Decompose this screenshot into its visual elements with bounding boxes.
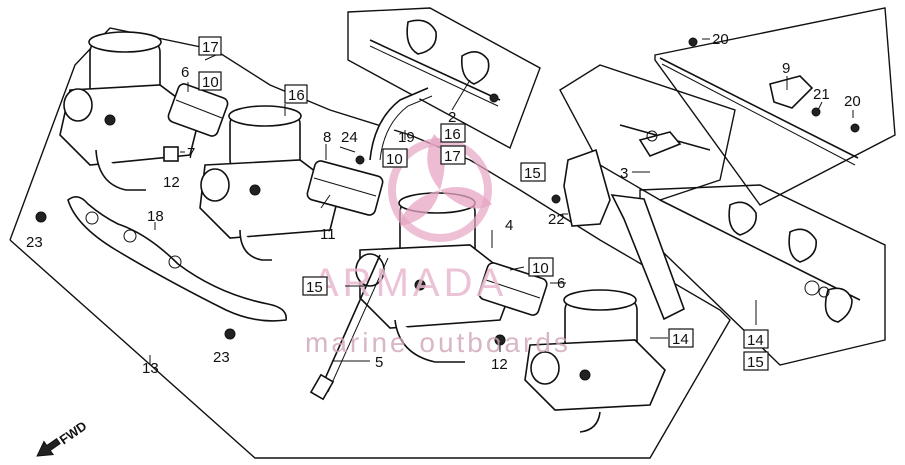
boxed-callout-16-center: 16	[440, 123, 466, 143]
leader-lines	[149, 38, 854, 364]
hardware-fittings	[35, 37, 860, 346]
fuel-hose	[309, 254, 389, 401]
callout-9: 9	[782, 60, 790, 77]
air-vent-tube	[369, 87, 433, 161]
throttle-shaft-upper	[369, 19, 501, 107]
callout-23-left: 23	[26, 234, 43, 251]
callout-12-lower: 12	[491, 356, 508, 373]
callout-4: 4	[505, 217, 513, 234]
callout-3: 3	[620, 165, 628, 182]
svg-text:10: 10	[386, 151, 403, 168]
callout-20-upper: 20	[712, 31, 729, 48]
callout-21: 21	[813, 86, 830, 103]
svg-text:16: 16	[288, 87, 305, 104]
choke-plate-shaft	[659, 199, 861, 323]
callout-12-upper: 12	[163, 174, 180, 191]
boxed-callout-15-bottom-right: 15	[743, 351, 769, 371]
callout-8: 8	[323, 129, 331, 146]
boxed-callout-17-top: 17	[198, 36, 222, 56]
svg-text:15: 15	[524, 165, 541, 182]
svg-text:14: 14	[747, 332, 764, 349]
boxed-callout-15-left: 15	[302, 276, 328, 296]
carburetor-1	[59, 31, 201, 191]
boxed-callout-16-left: 16	[284, 84, 308, 104]
callout-5: 5	[375, 354, 383, 371]
watermark-tagline: marine outboards	[305, 327, 571, 358]
callout-2: 2	[448, 109, 456, 126]
carburetor-4	[524, 289, 666, 433]
svg-text:16: 16	[444, 126, 461, 143]
svg-text:14: 14	[672, 331, 689, 348]
svg-text:17: 17	[202, 39, 219, 56]
svg-text:15: 15	[306, 279, 323, 296]
callout-6-lower: 6	[557, 275, 565, 292]
fwd-arrow: FWD	[36, 418, 90, 457]
fuel-pipe-1	[167, 83, 229, 137]
carburetor-2	[199, 105, 341, 261]
boxed-callout-10-center: 10	[382, 148, 408, 168]
boxed-callout-10-lower: 10	[528, 257, 554, 277]
svg-text:10: 10	[202, 74, 219, 91]
drain-tube	[67, 196, 287, 322]
watermark: ARMADA marine outboards	[305, 134, 571, 358]
callout-19: 19	[398, 129, 415, 146]
boxed-callout-10-top: 10	[198, 71, 222, 91]
bracket-plate	[563, 148, 685, 321]
callout-23-lower: 23	[213, 349, 230, 366]
fwd-label: FWD	[57, 418, 90, 447]
watermark-brand: ARMADA	[312, 261, 507, 305]
svg-text:10: 10	[532, 260, 549, 277]
throttle-linkage-panel	[347, 7, 541, 149]
callout-22: 22	[548, 211, 565, 228]
fwd-arrow-icon	[36, 437, 61, 457]
choke-shaft	[659, 57, 859, 166]
fuel-pipe-2	[306, 160, 384, 216]
callout-18: 18	[147, 208, 164, 225]
watermark-propeller-icon	[400, 134, 492, 226]
choke-shaft-panel	[654, 7, 896, 206]
boxed-callout-15-right: 15	[520, 162, 546, 182]
callout-20-right: 20	[844, 93, 861, 110]
callout-7: 7	[187, 145, 195, 162]
callout-13: 13	[142, 360, 159, 377]
svg-text:15: 15	[747, 354, 764, 371]
link-arm	[619, 124, 711, 157]
boxed-callout-14-lower: 14	[668, 328, 694, 348]
boxed-callout-17-center: 17	[440, 145, 466, 165]
svg-text:17: 17	[444, 148, 461, 165]
callout-24: 24	[341, 129, 358, 146]
callout-11: 11	[320, 226, 336, 243]
boxed-callout-14-right: 14	[743, 329, 769, 349]
callout-6-upper: 6	[181, 64, 189, 81]
